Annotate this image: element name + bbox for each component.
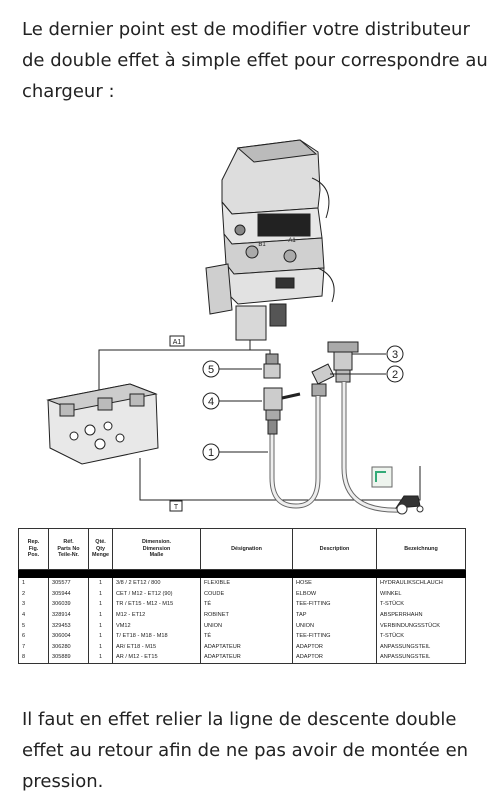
port-a1-label: A1 <box>173 339 182 346</box>
cell-pos: 5 <box>18 620 49 631</box>
intro-paragraph: Le dernier point est de modifier votre d… <box>22 19 488 102</box>
cell-ref: 328914 <box>48 609 89 621</box>
cell-designation: UNION <box>200 620 293 631</box>
cell-designation: ROBINET <box>200 609 293 621</box>
tap-fitting <box>263 387 301 421</box>
cell-bezeichnung: ANPASSUNGSTEIL <box>376 641 466 653</box>
header-qty: Qté. Qty Menge <box>88 528 113 570</box>
header-dimension: Dimension. Dimension Maße <box>112 528 201 570</box>
cell-dim: AR / M12 - ET15 <box>112 652 201 664</box>
block-a1-label: A1 <box>288 238 296 244</box>
elbow-fitting <box>311 363 335 397</box>
cell-pos: 3 <box>18 599 49 610</box>
callout-4: 4 <box>208 396 214 408</box>
cell-qty: 1 <box>88 599 113 610</box>
cell-pos: 7 <box>18 641 49 653</box>
cell-ref: 305889 <box>48 652 89 664</box>
cell-description: ADAPTOR <box>292 652 377 664</box>
cell-designation: COUDE <box>200 588 293 600</box>
cell-description: HOSE <box>292 577 377 589</box>
cell-ref: 305577 <box>48 577 89 589</box>
cell-pos: 6 <box>18 630 49 642</box>
cell-qty: 1 <box>88 609 113 621</box>
cell-ref: 305944 <box>48 588 89 600</box>
cell-bezeichnung: ANPASSUNGSTEIL <box>376 652 466 664</box>
cell-description: UNION <box>292 620 377 631</box>
parts-table: Rep. Fig. Pos. Réf. Parts No Teile-Nr. Q… <box>18 528 466 664</box>
cell-bezeichnung: T-STÜCK <box>376 599 466 610</box>
cell-ref: 306039 <box>48 599 89 610</box>
header-description: Description <box>292 528 377 570</box>
cell-designation: ADAPTATEUR <box>200 641 293 653</box>
cell-designation: TÉ <box>200 630 293 642</box>
cell-description: ELBOW <box>292 588 377 600</box>
port-t-label: T <box>174 504 179 511</box>
cell-qty: 1 <box>88 652 113 664</box>
cell-ref: 306004 <box>48 630 89 642</box>
secondary-valve-block <box>46 383 159 465</box>
cell-dim: TR / ET15 - M12 - M15 <box>112 599 201 610</box>
cell-bezeichnung: WINKEL <box>376 588 466 600</box>
cell-description: ADAPTOR <box>292 641 377 653</box>
callout-5: 5 <box>208 364 214 376</box>
hydraulic-hose <box>267 382 401 513</box>
cell-bezeichnung: ABSPERRHAHN <box>376 609 466 621</box>
cell-dim: M12 - ET12 <box>112 609 201 621</box>
cell-ref: 329453 <box>48 620 89 631</box>
cell-designation: TÉ <box>200 599 293 610</box>
cell-pos: 2 <box>18 588 49 600</box>
table-separator <box>18 569 466 578</box>
cell-dim: T/ ET18 - M18 - M18 <box>112 630 201 642</box>
cell-pos: 4 <box>18 609 49 621</box>
cell-pos: 1 <box>18 577 49 589</box>
cell-qty: 1 <box>88 641 113 653</box>
tee-fitting <box>327 341 359 383</box>
header-designation: Désignation <box>200 528 293 570</box>
cell-dim: CET / M12 - ET12 (90) <box>112 588 201 600</box>
hydraulic-diagram: 5 4 1 3 2 A1 T B1 A1 <box>46 139 424 515</box>
cell-ref: 306280 <box>48 641 89 653</box>
cell-qty: 1 <box>88 620 113 631</box>
cell-qty: 1 <box>88 630 113 642</box>
cell-designation: FLEXIBLE <box>200 577 293 589</box>
cell-description: TEE-FITTING <box>292 599 377 610</box>
union-fitting <box>263 353 281 379</box>
cell-description: TEE-FITTING <box>292 630 377 642</box>
cell-dim: 3/8 / 2 ET12 / 800 <box>112 577 201 589</box>
callout-1: 1 <box>208 447 214 459</box>
cell-qty: 1 <box>88 588 113 600</box>
cell-qty: 1 <box>88 577 113 589</box>
block-b1-label: B1 <box>258 242 266 248</box>
cell-dim: AR/ ET18 - M15 <box>112 641 201 653</box>
callout-3: 3 <box>392 349 398 361</box>
cell-bezeichnung: T-STÜCK <box>376 630 466 642</box>
cell-dim: VM12 <box>112 620 201 631</box>
cell-designation: ADAPTATEUR <box>200 652 293 664</box>
tractor-icon <box>371 466 424 515</box>
closing-paragraph: Il faut en effet relier la ligne de desc… <box>22 709 469 792</box>
distributor-valve-block <box>205 139 335 341</box>
cell-description: TAP <box>292 609 377 621</box>
cell-pos: 8 <box>18 652 49 664</box>
cell-bezeichnung: VERBINDUNGSSTÜCK <box>376 620 466 631</box>
header-ref: Réf. Parts No Teile-Nr. <box>48 528 89 570</box>
header-bezeichnung: Bezeichnung <box>376 528 466 570</box>
cell-bezeichnung: HYDRAULIKSCHLAUCH <box>376 577 466 589</box>
header-pos: Rep. Fig. Pos. <box>18 528 49 570</box>
callout-2: 2 <box>392 369 398 381</box>
